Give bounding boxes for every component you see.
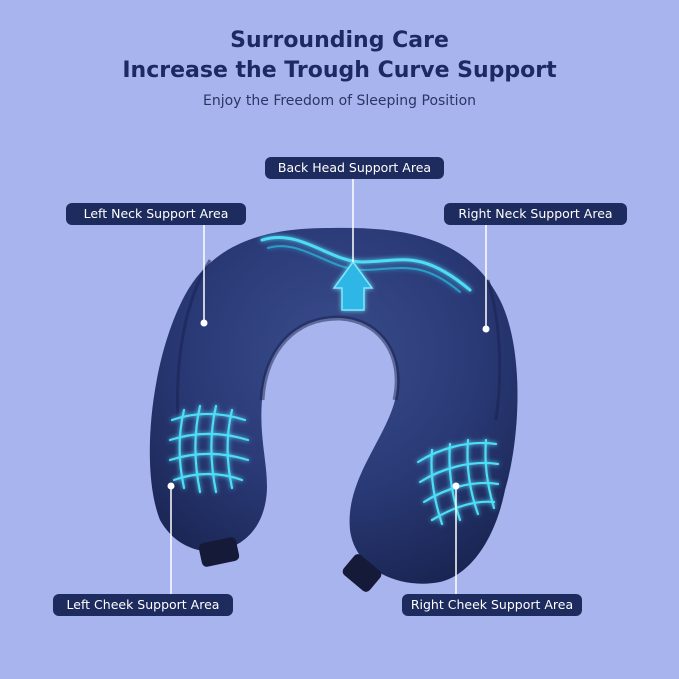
leader-dots — [167, 319, 490, 490]
page-title: Surrounding Care — [230, 28, 449, 53]
page-subtitle: Enjoy the Freedom of Sleeping Position — [202, 93, 477, 109]
dot-left-neck — [200, 319, 208, 327]
pillow — [149, 227, 518, 592]
right-cheek-label: Right Cheek Support Area — [402, 594, 582, 616]
dot-right-neck — [482, 325, 490, 333]
left-cheek-support-grid-icon — [168, 404, 250, 494]
back-head-label: Back Head Support Area — [265, 157, 444, 179]
left-neck-label: Left Neck Support Area — [66, 203, 246, 225]
dot-left-cheek — [167, 482, 175, 490]
leader-lines — [170, 179, 487, 594]
left-cheek-label: Left Cheek Support Area — [53, 594, 233, 616]
right-neck-label: Right Neck Support Area — [444, 203, 627, 225]
right-cheek-support-grid-icon — [416, 438, 500, 526]
page-title-line-2: Increase the Trough Curve Support — [122, 58, 557, 83]
up-arrow-icon — [332, 260, 374, 311]
back-head-curve-indicator — [260, 236, 472, 293]
dot-right-cheek — [452, 482, 460, 490]
